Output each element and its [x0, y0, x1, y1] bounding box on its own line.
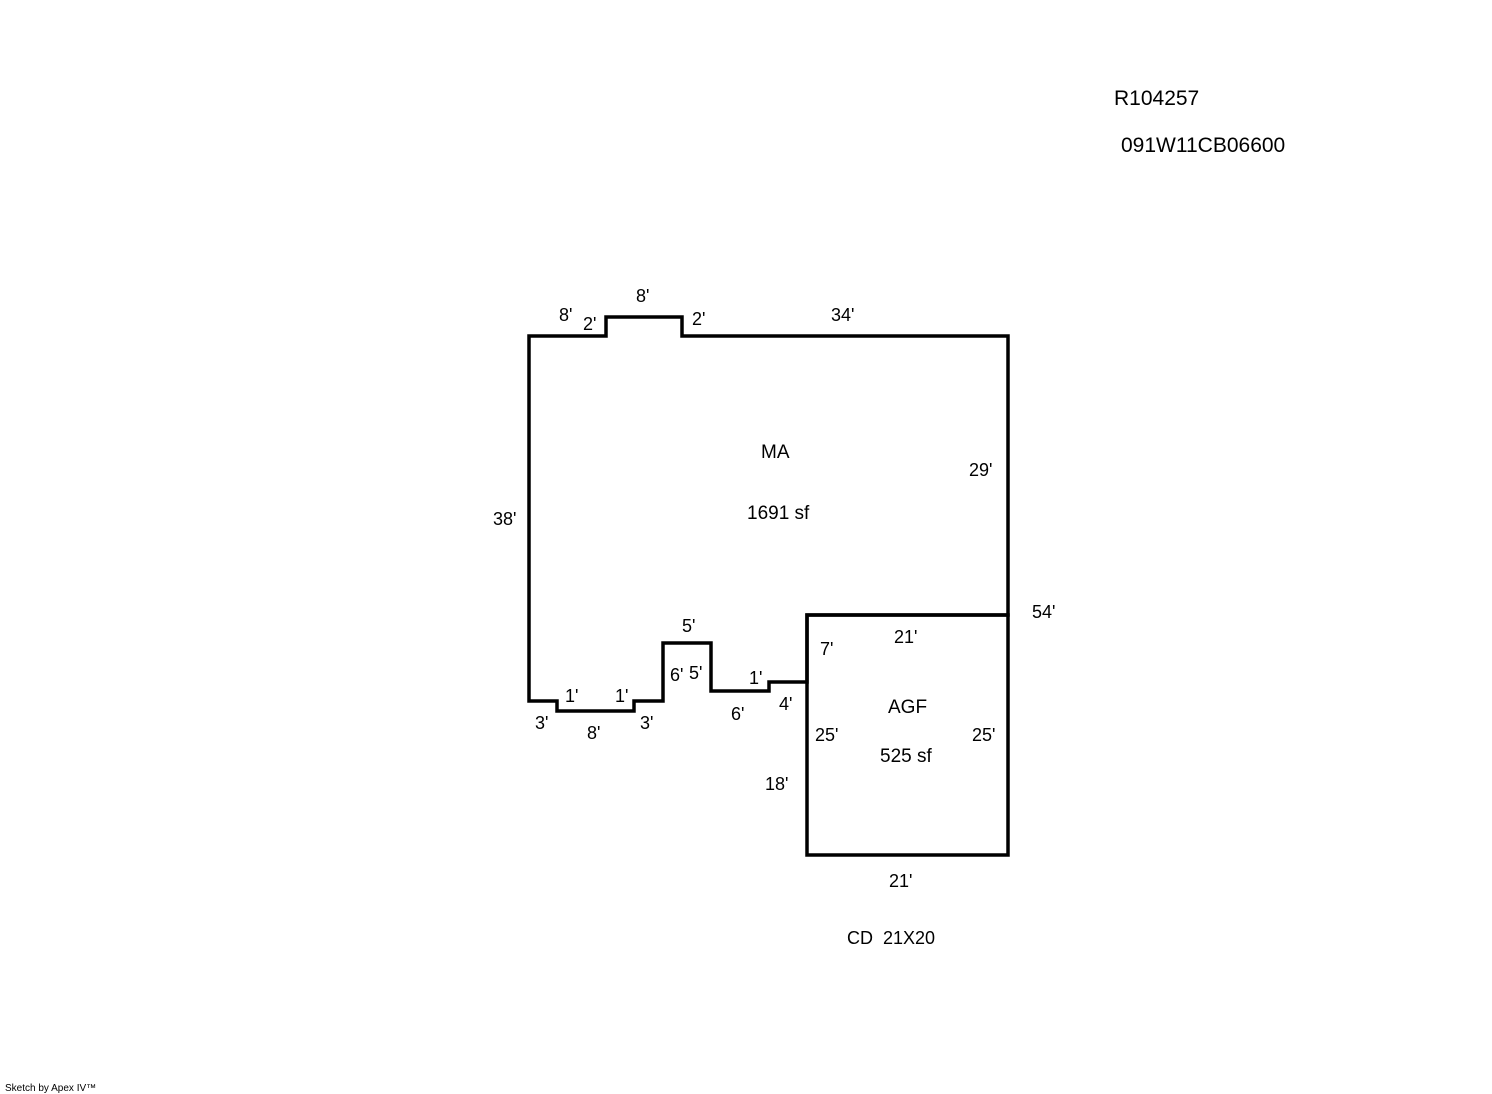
dim-bump-top: 5' [682, 616, 695, 636]
garage-area-code: AGF [888, 697, 927, 718]
dim-bottom-recess: 8' [587, 723, 600, 743]
dim-garage-left: 25' [815, 725, 838, 745]
garage-outline [805, 613, 1010, 857]
dim-main-bump-left: 2' [583, 314, 596, 334]
dim-garage-left-lower: 18' [765, 774, 788, 794]
parcel-number: 091W11CB06600 [1121, 134, 1285, 157]
dim-bottom-step-3: 1' [615, 686, 628, 706]
dim-main-right-total: 54' [1032, 602, 1055, 622]
dim-small-step-top: 1' [749, 668, 762, 688]
dim-garage-bottom: 21' [889, 871, 912, 891]
dim-main-right-upper: 29' [969, 460, 992, 480]
dim-small-step-side: 4' [779, 694, 792, 714]
dim-garage-top: 21' [894, 627, 917, 647]
main-area-outline [527, 315, 1010, 713]
dim-main-top-right: 34' [831, 305, 854, 325]
garage-area-size: 525 sf [880, 746, 932, 767]
dim-garage-right: 25' [972, 725, 995, 745]
dim-bump-left-side: 6' [670, 665, 683, 685]
dim-bottom-segment: 6' [731, 704, 744, 724]
dim-bump-right-side: 5' [689, 663, 702, 683]
main-area-size: 1691 sf [747, 503, 810, 524]
main-area-code: MA [761, 442, 790, 463]
dim-main-top-left: 8' [559, 305, 572, 325]
dim-main-bump-right: 2' [692, 309, 705, 329]
software-credit: Sketch by Apex IV™ [5, 1083, 96, 1094]
dim-bottom-step-4: 3' [640, 713, 653, 733]
deck-note: CD 21X20 [847, 928, 935, 948]
dim-bottom-step-1: 3' [535, 713, 548, 733]
dim-garage-left-upper: 7' [820, 639, 833, 659]
dim-bottom-step-2: 1' [565, 686, 578, 706]
dim-main-left: 38' [493, 509, 516, 529]
record-id: R104257 [1114, 87, 1199, 110]
dim-main-bump-top: 8' [636, 286, 649, 306]
